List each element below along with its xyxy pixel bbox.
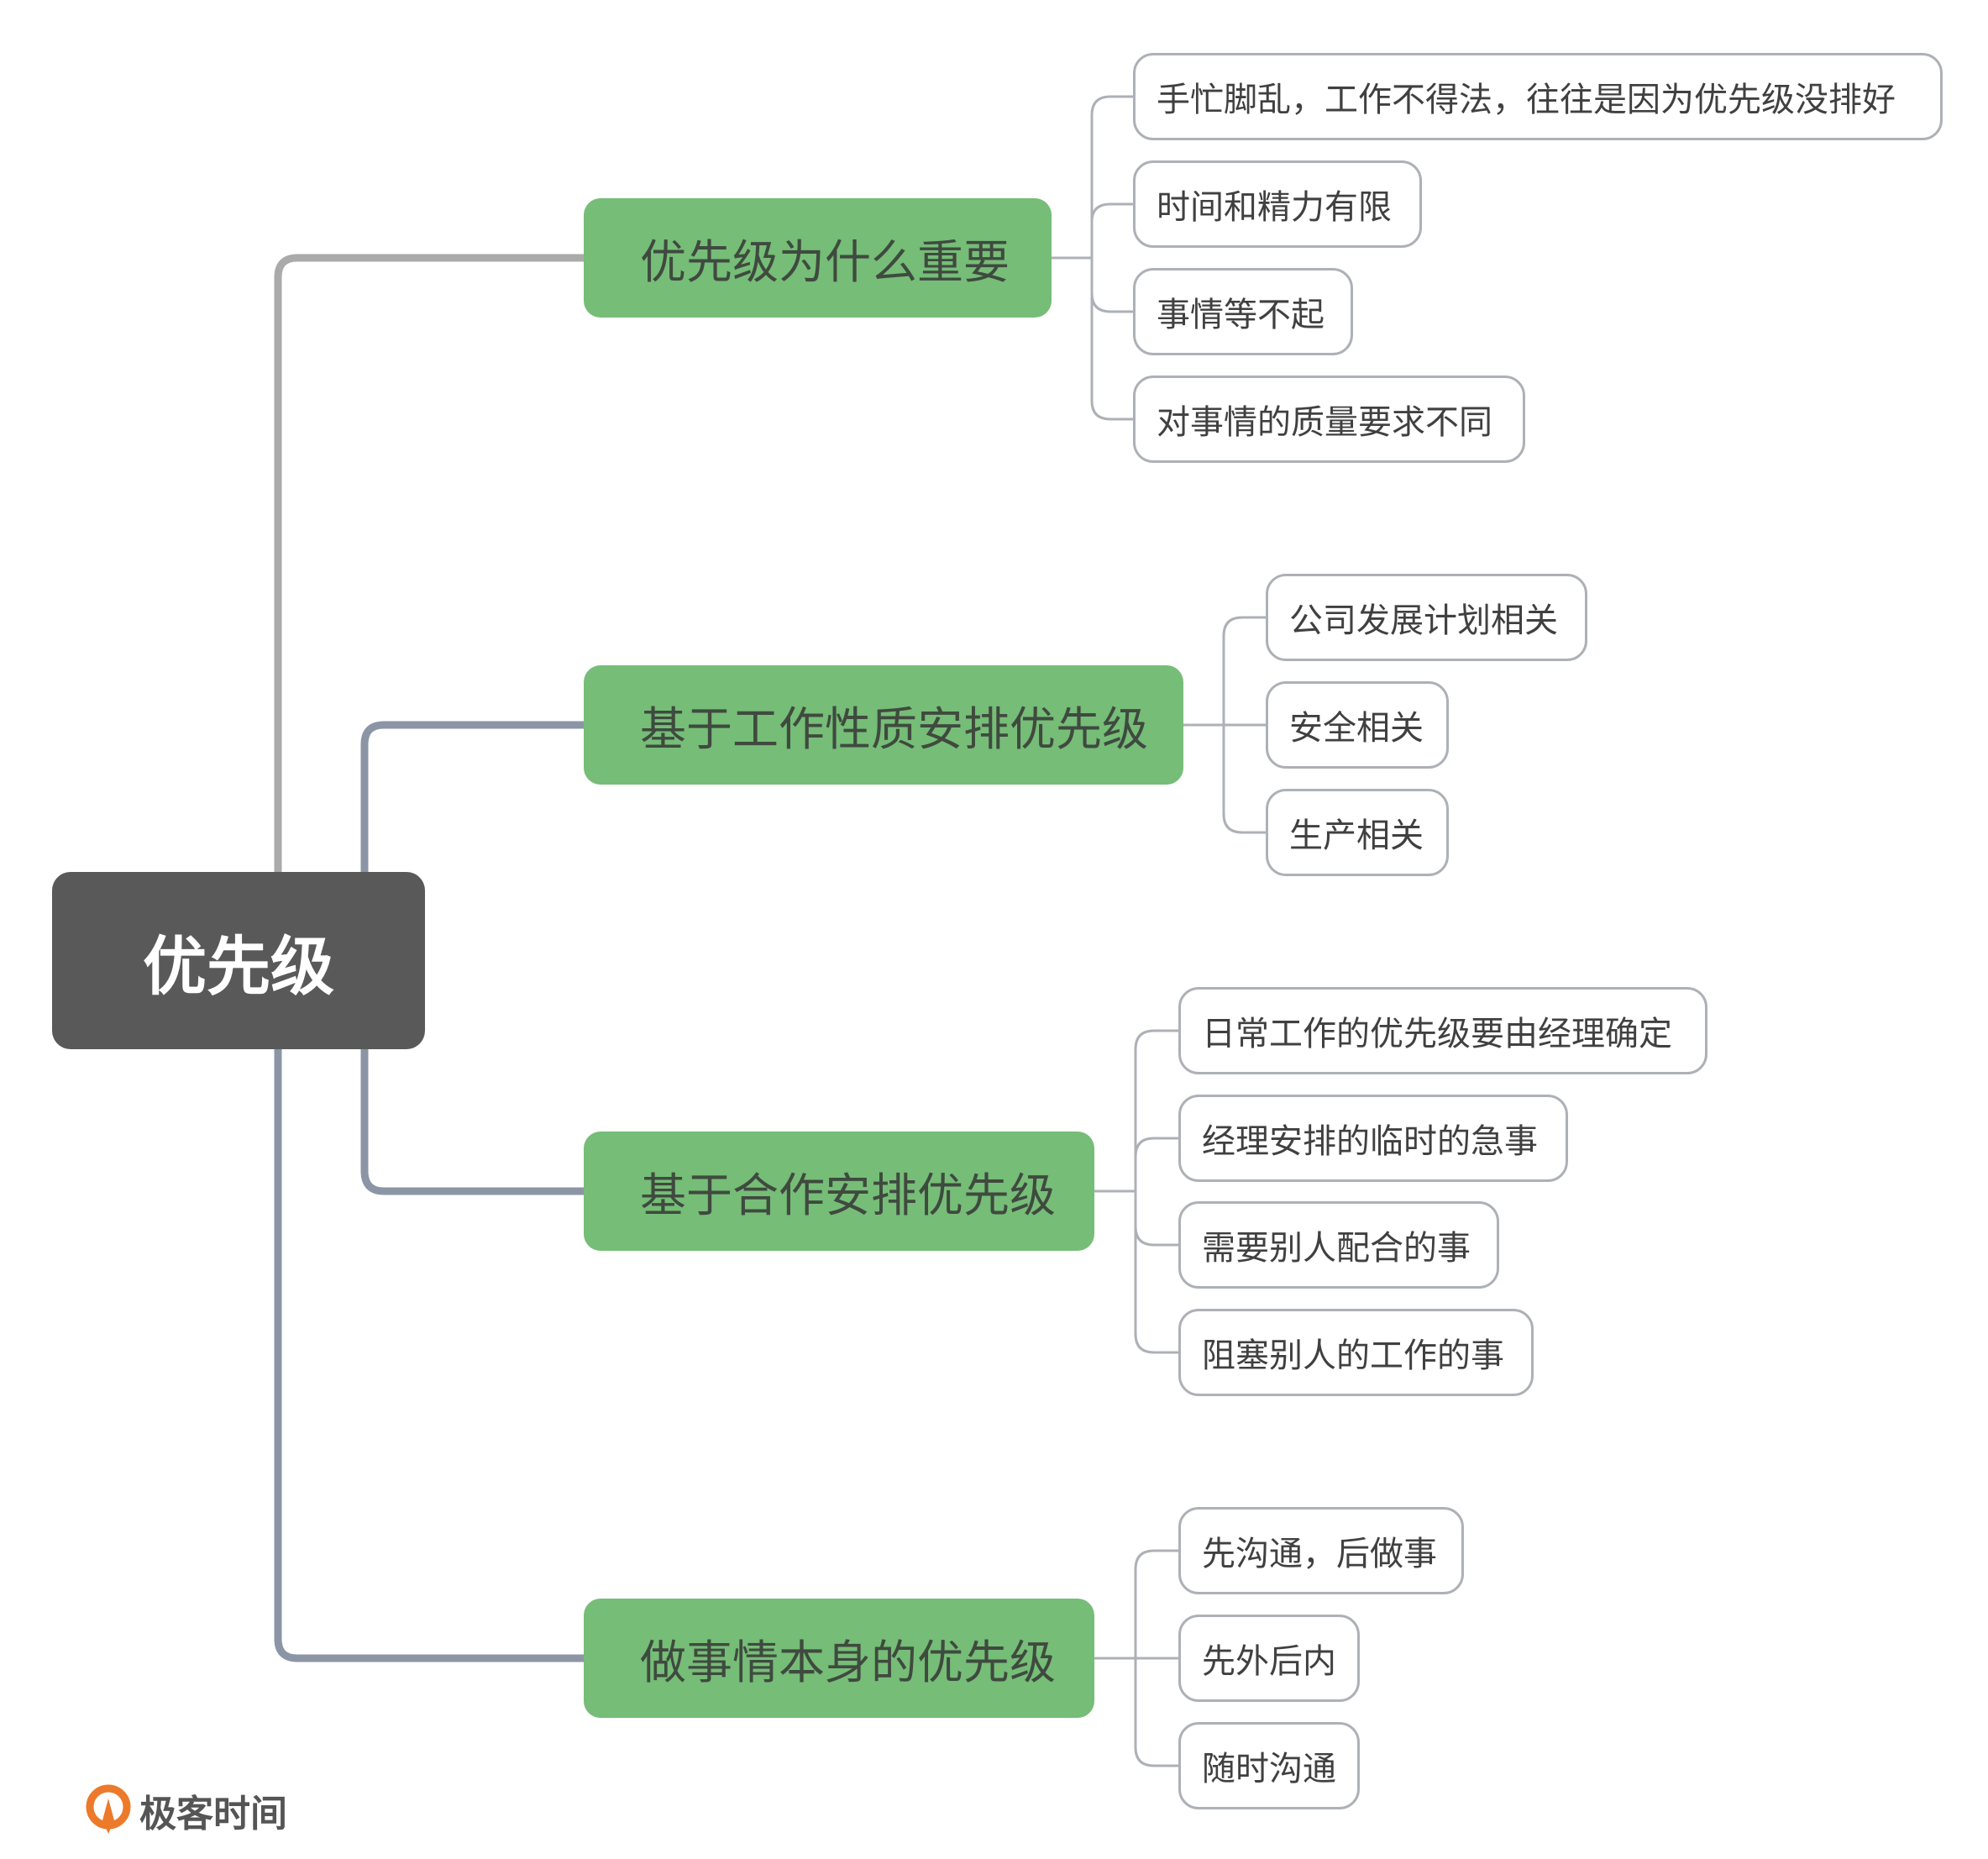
leaf-label: 时间和精力有限 [1157, 188, 1392, 227]
leaf-connector [1090, 95, 1133, 258]
leaf-label: 先外后内 [1202, 1642, 1336, 1681]
leaf-connector [1222, 725, 1266, 834]
branch-label: 优先级为什么重要 [640, 235, 1010, 289]
leaf-node[interactable]: 事情等不起 [1133, 268, 1353, 355]
leaf-node[interactable]: 需要别人配合的事 [1178, 1201, 1499, 1289]
leaf-node[interactable]: 阻塞别人的工作的事 [1178, 1309, 1534, 1396]
trunk-line-1 [274, 254, 584, 872]
leaf-connector [1090, 258, 1133, 313]
brand-watermark: 极客时间 [84, 1783, 287, 1837]
leaf-node[interactable]: 先沟通，后做事 [1178, 1507, 1464, 1594]
brand-name: 极客时间 [139, 1793, 287, 1835]
leaf-connector [1090, 202, 1133, 258]
leaf-connector [1134, 1549, 1178, 1658]
leaf-connector [1090, 258, 1133, 421]
leaf-node[interactable]: 手忙脚乱，工作不得法，往往是因为优先级没排好 [1133, 53, 1943, 140]
leaf-node[interactable]: 生产相关 [1266, 789, 1449, 876]
leaf-connector [1222, 616, 1266, 725]
leaf-label: 阻塞别人的工作的事 [1202, 1336, 1504, 1375]
leaf-label: 日常工作的优先级要由经理确定 [1202, 1015, 1672, 1053]
leaf-node[interactable]: 公司发展计划相关 [1266, 574, 1587, 661]
leaf-label: 先沟通，后做事 [1202, 1535, 1437, 1573]
leaf-label: 事情等不起 [1157, 296, 1324, 334]
branch-label: 做事情本身的优先级 [640, 1636, 1057, 1689]
leaf-connector [1134, 1137, 1178, 1191]
branch-label: 基于合作安排优先级 [640, 1168, 1057, 1222]
leaf-label: 随时沟通 [1202, 1750, 1336, 1788]
branch-node-by-work-nature[interactable]: 基于工作性质安排优先级 [584, 665, 1183, 785]
leaf-label: 需要别人配合的事 [1202, 1229, 1471, 1268]
leaf-connector [1134, 1191, 1178, 1354]
root-label: 优先级 [143, 928, 334, 1004]
leaf-label: 安全相关 [1289, 709, 1424, 748]
leaf-label: 生产相关 [1289, 817, 1424, 855]
leaf-node[interactable]: 先外后内 [1178, 1615, 1360, 1702]
leaf-label: 经理安排的临时的急事 [1202, 1122, 1538, 1161]
leaf-node[interactable]: 日常工作的优先级要由经理确定 [1178, 987, 1707, 1074]
branch-node-task-itself[interactable]: 做事情本身的优先级 [584, 1599, 1094, 1718]
branch-node-by-cooperation[interactable]: 基于合作安排优先级 [584, 1132, 1094, 1251]
leaf-connector [1134, 1191, 1178, 1247]
leaf-node[interactable]: 对事情的质量要求不同 [1133, 375, 1525, 463]
leaf-connector [1134, 1029, 1178, 1191]
leaf-connector [1134, 1658, 1178, 1767]
trunk-line-3 [360, 1049, 584, 1195]
leaf-node[interactable]: 经理安排的临时的急事 [1178, 1095, 1568, 1182]
branch-node-why-priority-matters[interactable]: 优先级为什么重要 [584, 198, 1052, 318]
leaf-label: 公司发展计划相关 [1289, 601, 1558, 640]
leaf-label: 手忙脚乱，工作不得法，往往是因为优先级没排好 [1157, 81, 1896, 119]
leaf-label: 对事情的质量要求不同 [1157, 403, 1492, 442]
root-node[interactable]: 优先级 [52, 872, 425, 1049]
trunk-line-4 [274, 1049, 584, 1662]
trunk-line-2 [360, 721, 584, 872]
branch-label: 基于工作性质安排优先级 [640, 702, 1149, 756]
leaf-node[interactable]: 随时沟通 [1178, 1722, 1360, 1809]
leaf-node[interactable]: 安全相关 [1266, 681, 1449, 769]
leaf-node[interactable]: 时间和精力有限 [1133, 160, 1422, 248]
geektime-logo-icon [86, 1784, 131, 1834]
